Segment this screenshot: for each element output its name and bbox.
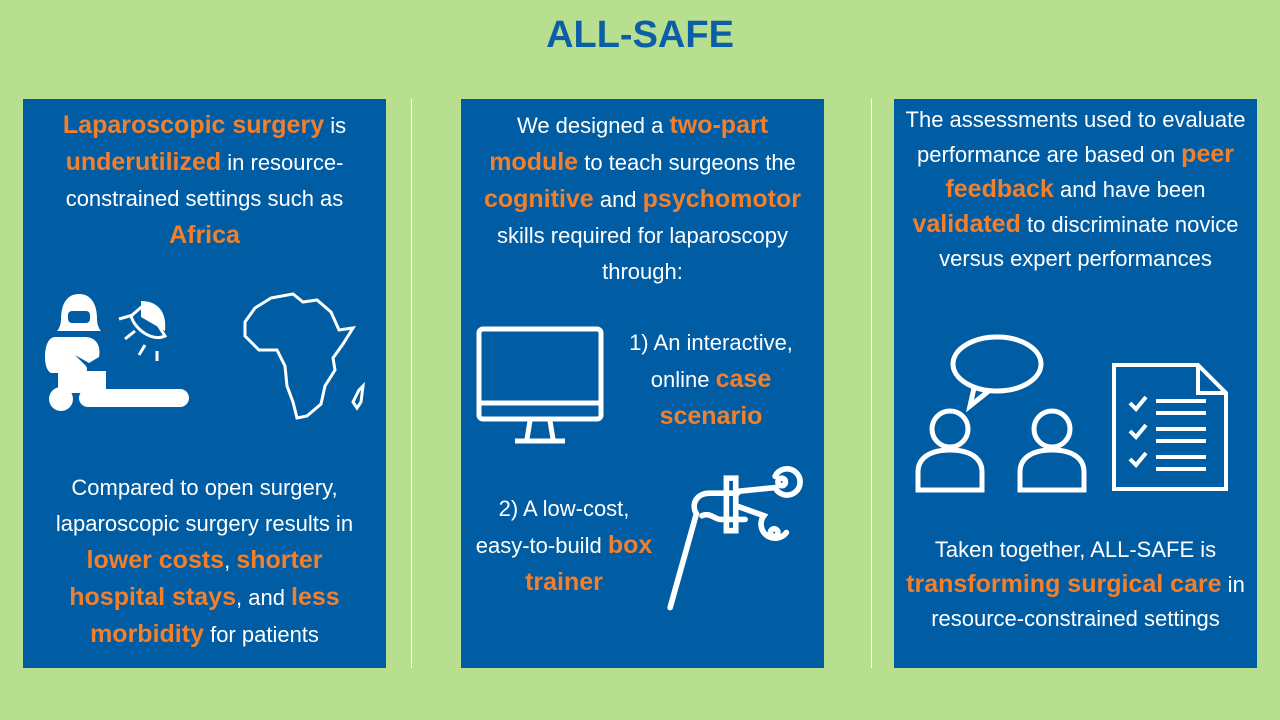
highlighted-text: cognitive	[483, 185, 594, 213]
panel-module-design: We designed a two-part module to teach s…	[461, 99, 824, 668]
divider	[411, 99, 412, 668]
panel-text: The assessments used to evaluate perform…	[894, 103, 1257, 276]
highlighted-text: peer feedback	[945, 140, 1234, 203]
highlighted-text: less morbidity	[90, 583, 340, 648]
highlighted-text: transforming surgical care	[906, 570, 1222, 598]
panel-text: Taken together, ALL-SAFE is transforming…	[894, 533, 1257, 636]
text-segment: in resource-constrained settings such as	[65, 150, 344, 211]
surgeon-with-patient-icon	[41, 289, 191, 419]
panel-text: We designed a two-part module to teach s…	[461, 107, 824, 290]
highlighted-text: box trainer	[525, 531, 653, 596]
highlighted-text: shorter hospital stays	[69, 546, 323, 611]
text-segment: ,	[224, 548, 237, 573]
panel-text: Laparoscopic surgery is underutilized in…	[23, 107, 386, 254]
highlighted-text: lower costs	[86, 546, 225, 574]
highlighted-text: psychomotor	[642, 185, 802, 213]
laparoscopic-instrument-icon	[657, 461, 807, 621]
page-title: ALL-SAFE	[546, 14, 734, 56]
text-segment: skills required for laparoscopy through:	[496, 223, 789, 284]
panel-laparoscopy-need: Laparoscopic surgery is underutilized in…	[23, 99, 386, 668]
text-segment: 1) An interactive, online	[629, 330, 793, 392]
highlighted-text: Laparoscopic surgery	[62, 111, 325, 139]
text-segment: and	[593, 187, 643, 212]
computer-monitor-icon	[475, 325, 605, 450]
text-segment: Taken together, ALL-SAFE is	[934, 537, 1217, 562]
peer-discussion-icon	[912, 334, 1092, 496]
panel-text: 1) An interactive, online case scenario	[611, 325, 811, 435]
text-segment: to discriminate novice versus expert per…	[939, 212, 1239, 271]
panel-text: 2) A low-cost, easy-to-build box trainer	[469, 491, 659, 601]
panel-assessment: The assessments used to evaluate perform…	[894, 99, 1257, 668]
highlighted-text: Africa	[169, 221, 240, 249]
text-segment: , and	[236, 585, 292, 610]
africa-map-icon	[241, 290, 371, 440]
text-segment: in resource-constrained settings	[931, 572, 1245, 631]
highlighted-text: underutilized	[65, 148, 222, 176]
divider	[871, 99, 872, 668]
text-segment: is	[324, 113, 347, 138]
highlighted-text: two-part module	[489, 111, 769, 176]
text-segment: to teach surgeons the	[578, 150, 796, 175]
highlighted-text: validated	[912, 210, 1021, 238]
text-segment: We designed a	[516, 113, 670, 138]
panel-text: Compared to open surgery, laparoscopic s…	[23, 470, 386, 653]
checklist-icon	[1110, 361, 1232, 493]
text-segment: and have been	[1053, 177, 1206, 202]
text-segment: Compared to open surgery, laparoscopic s…	[55, 475, 354, 536]
text-segment: 2) A low-cost, easy-to-build	[475, 496, 630, 558]
text-segment: The assessments used to evaluate perform…	[905, 107, 1246, 167]
text-segment: for patients	[203, 622, 319, 647]
highlighted-text: case scenario	[659, 365, 772, 430]
